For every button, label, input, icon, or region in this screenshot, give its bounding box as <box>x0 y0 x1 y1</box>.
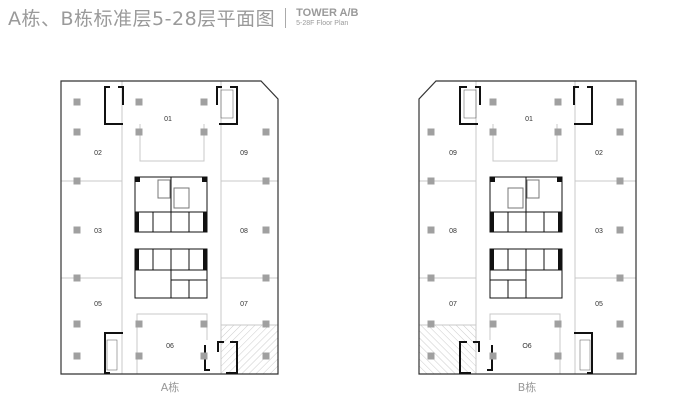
room-label: 01 <box>525 116 533 123</box>
room-label: 08 <box>240 228 248 235</box>
plan-a-title: A栋 <box>161 380 180 394</box>
room-label: 07 <box>240 301 248 308</box>
room-label: 03 <box>595 228 603 235</box>
room-label: O6 <box>522 343 531 350</box>
room-label: 01 <box>164 116 172 123</box>
title-english: TOWER A/B 5-28F Floor Plan <box>296 7 359 28</box>
title-chinese: A栋、B栋标准层5-28层平面图 <box>8 8 276 30</box>
room-label: 02 <box>595 150 603 157</box>
room-label: 06 <box>166 343 174 350</box>
room-label: 08 <box>449 228 457 235</box>
room-label: 09 <box>449 150 457 157</box>
title-english-main: TOWER A/B <box>296 7 359 19</box>
plan-b-title: B栋 <box>518 380 537 394</box>
title-divider <box>285 7 287 28</box>
page-title: A栋、B栋标准层5-28层平面图 TOWER A/B 5-28F Floor P… <box>8 4 359 31</box>
room-label: 05 <box>94 301 102 308</box>
room-label: 07 <box>449 301 457 308</box>
title-english-sub: 5-28F Floor Plan <box>296 20 349 27</box>
room-label: 05 <box>595 301 603 308</box>
plan-b-labels: 01 09 02 08 03 07 05 O6 B栋 <box>449 116 603 394</box>
room-label: 03 <box>94 228 102 235</box>
room-label: 02 <box>94 150 102 157</box>
plan-a-labels: 01 02 09 03 08 05 07 06 A栋 <box>94 116 248 394</box>
room-label: 09 <box>240 150 248 157</box>
